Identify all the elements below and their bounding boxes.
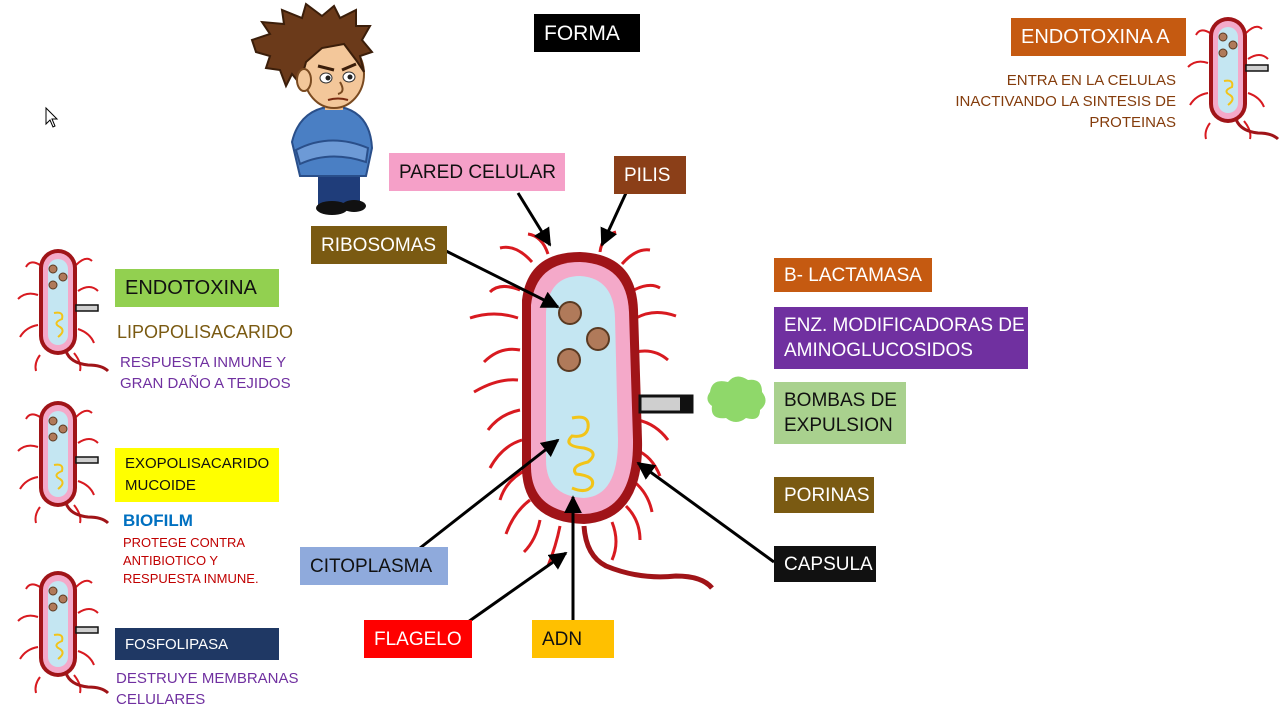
biofilm-description: PROTEGE CONTRA ANTIBIOTICO Y RESPUESTA I… [123, 535, 259, 586]
label-fosfolipasa: FOSFOLIPASA [115, 628, 279, 660]
label-pared-celular: PARED CELULAR [389, 153, 565, 191]
label-capsula: CAPSULA [774, 546, 876, 582]
endotoxina-subtitle: LIPOPOLISACARIDO [117, 322, 294, 342]
label-ribosomas: RIBOSOMAS [311, 226, 447, 264]
biofilm-subtitle: BIOFILM [123, 511, 193, 530]
label-endotoxina: ENDOTOXINA [115, 269, 279, 307]
bacterium-diagram [469, 230, 766, 590]
label-enz-modificadoras: ENZ. MODIFICADORAS DE AMINOGLUCOSIDOS [774, 307, 1028, 369]
label-arrows [419, 192, 775, 624]
label-bombas-expulsion: BOMBAS DE EXPULSION [774, 382, 906, 444]
fosfolipasa-description: DESTRUYE MEMBRANAS CELULARES [116, 670, 299, 708]
label-porinas: PORINAS [774, 477, 874, 513]
endotoxina-a-description: ENTRA EN LA CELULAS INACTIVANDO LA SINTE… [955, 72, 1176, 131]
label-endotoxina-a: ENDOTOXINA A [1011, 18, 1186, 56]
mouse-cursor-icon [45, 106, 59, 128]
thinking-man-illustration [250, 2, 374, 215]
small-bacterium-top-right [1187, 17, 1280, 141]
small-bacterium-endotoxina [17, 249, 110, 373]
label-citoplasma: CITOPLASMA [300, 547, 448, 585]
small-bacterium-fosfolipasa [17, 571, 110, 695]
label-exopolisacarido: EXOPOLISACARIDO MUCOIDE [115, 448, 279, 502]
pili-group [469, 230, 677, 567]
label-adn: ADN [532, 620, 614, 658]
label-b-lactamasa: B- LACTAMASA [774, 258, 932, 292]
small-bacterium-exopolisacarido [17, 401, 110, 525]
efflux-pump-icon [707, 376, 766, 422]
title-forma: FORMA [534, 14, 640, 52]
label-pilis: PILIS [614, 156, 686, 194]
label-flagelo: FLAGELO [364, 620, 472, 658]
endotoxina-description: RESPUESTA INMUNE Y GRAN DAÑO A TEJIDOS [120, 354, 291, 392]
